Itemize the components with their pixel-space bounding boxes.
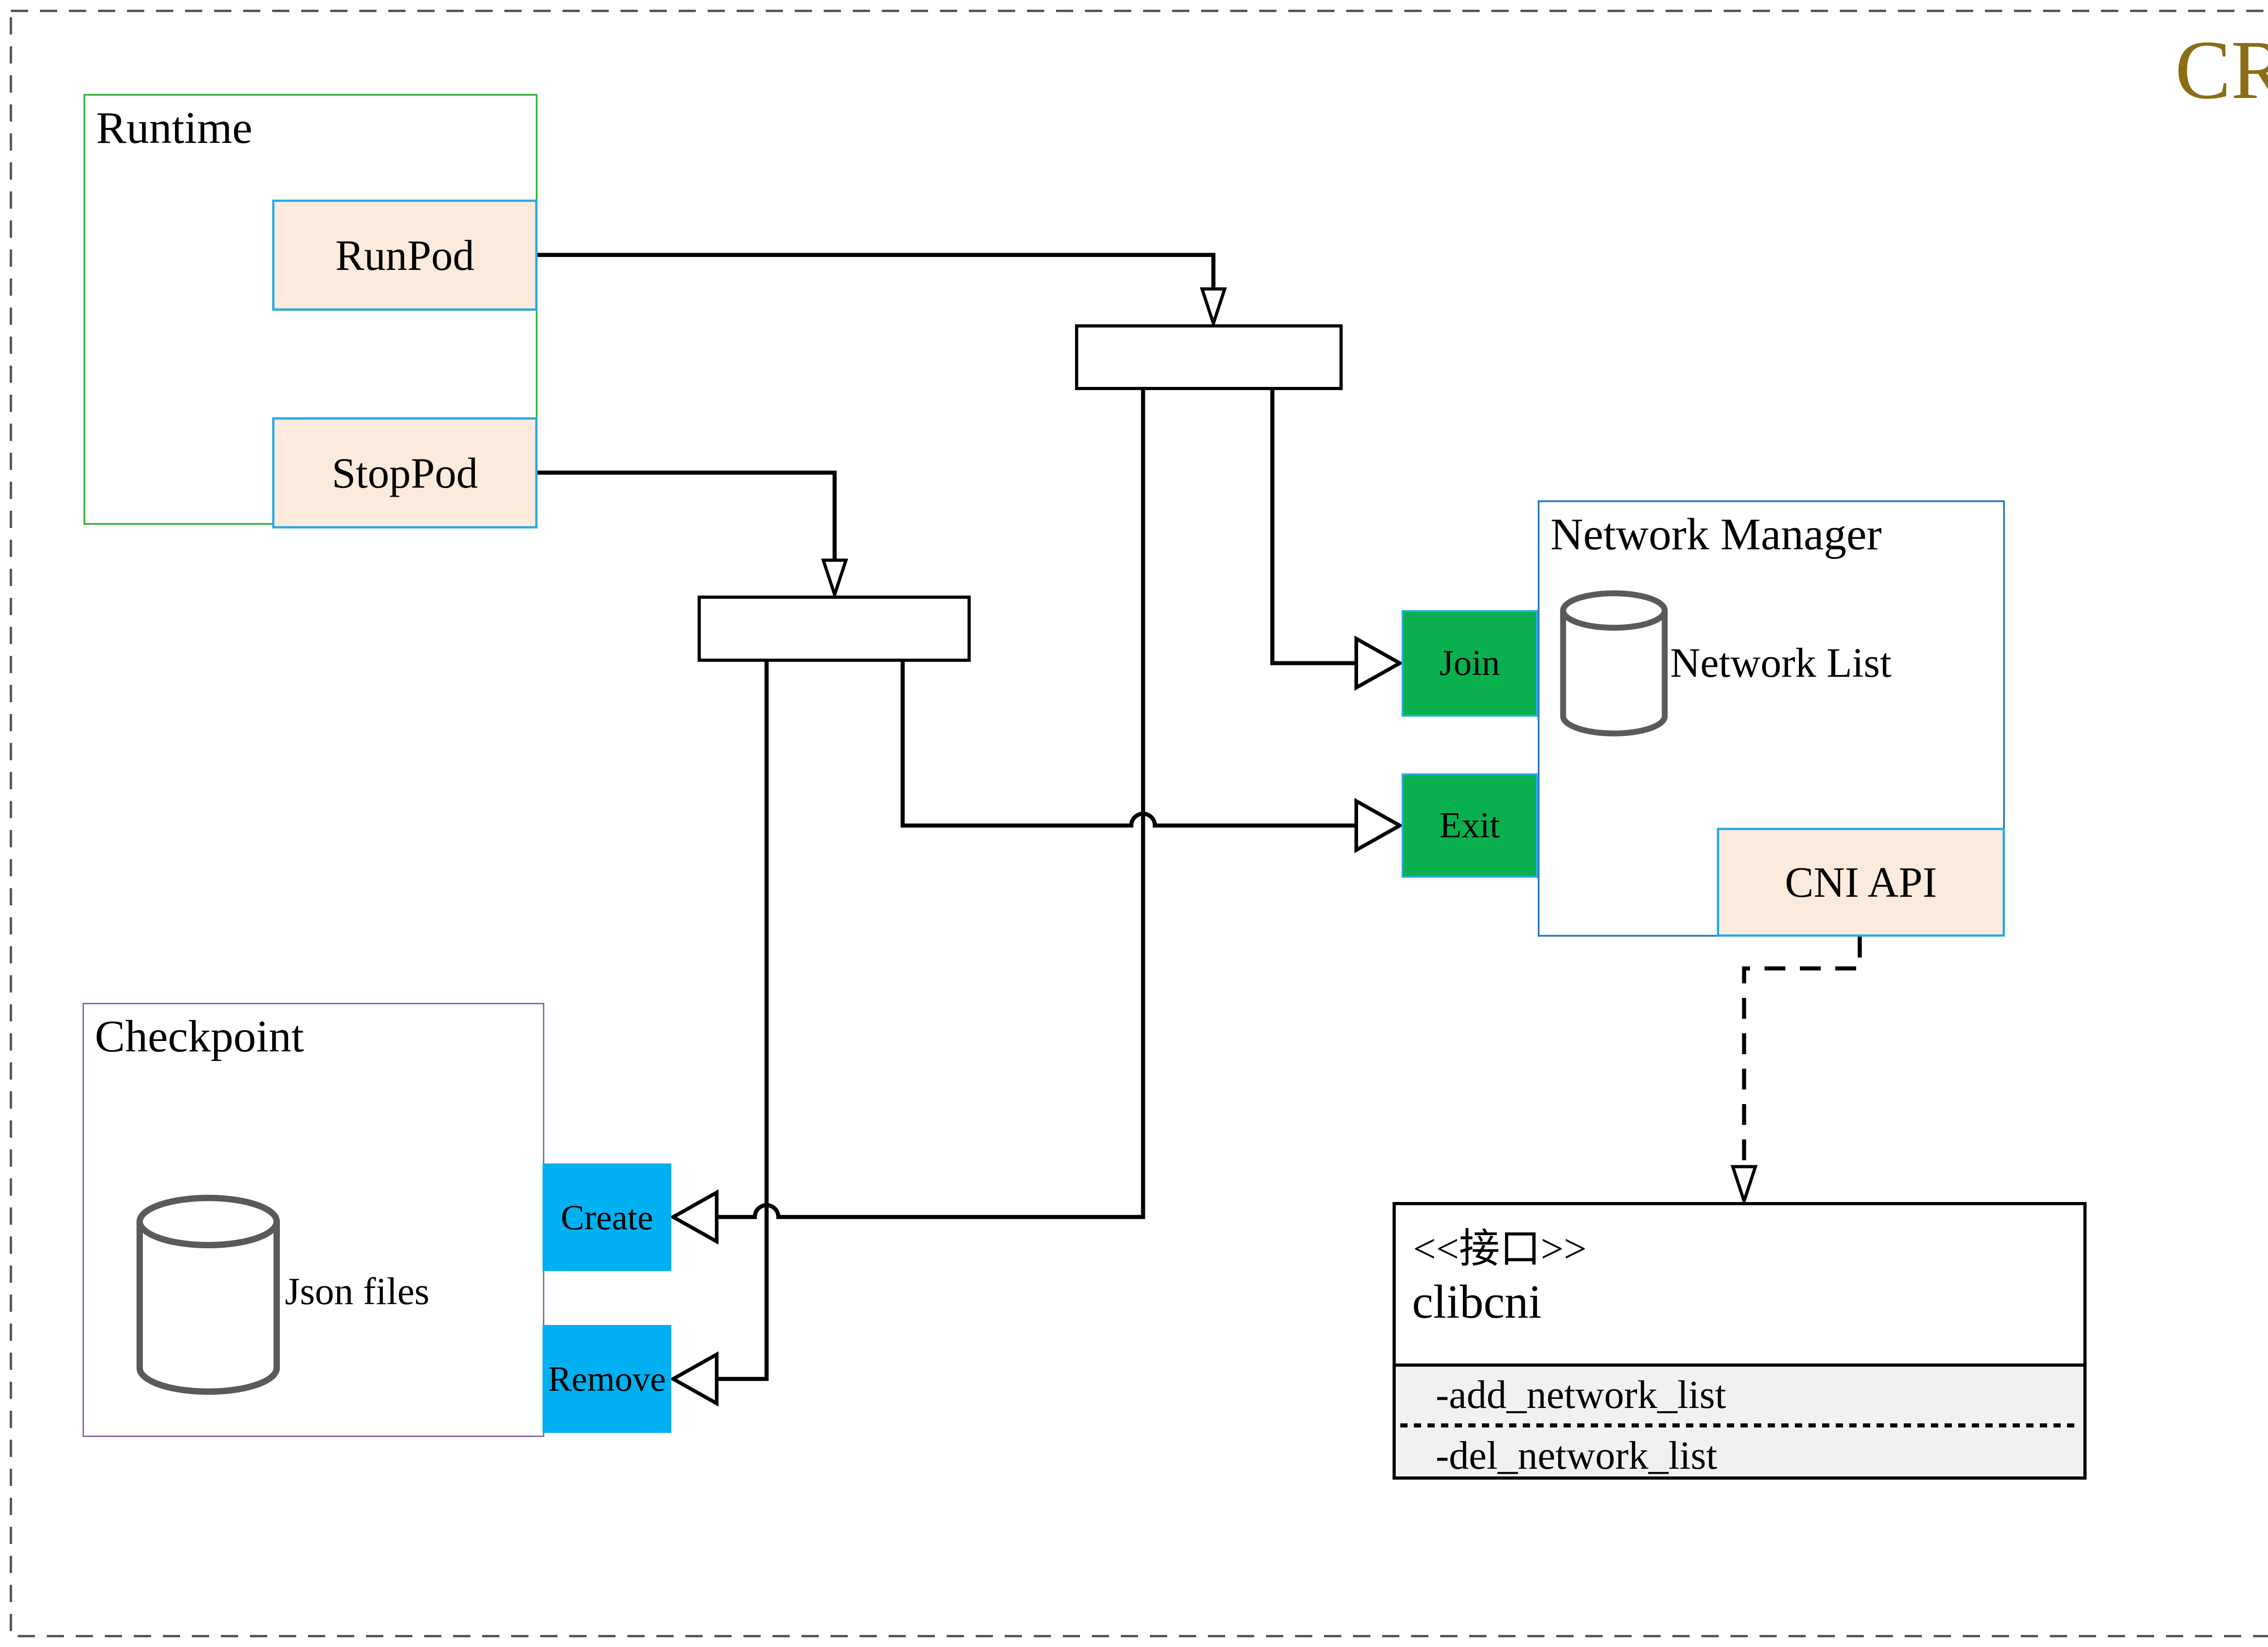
arrow-right-open-icon <box>1354 635 1404 691</box>
runpod-label: RunPod <box>335 231 474 279</box>
interface-box: <<接口>> clibcni -add_network_list -del_ne… <box>1393 1202 2087 1480</box>
interface-method-separator <box>1400 1423 2079 1427</box>
arrow-left-open-icon <box>669 1351 719 1407</box>
connector-process2-to-exit <box>900 662 1355 828</box>
arrow-down-open-icon <box>1200 287 1227 329</box>
database-icon <box>137 1195 280 1395</box>
create-label: Create <box>561 1197 653 1237</box>
connector-process2-to-remove <box>718 662 769 1381</box>
interface-header: <<接口>> clibcni <box>1396 1205 2083 1364</box>
join-label: Join <box>1439 643 1500 683</box>
arrow-right-open-icon <box>1354 798 1404 853</box>
arrow-down-open-icon <box>1730 1165 1758 1207</box>
exit-box: Exit <box>1402 773 1538 878</box>
runpod-box: RunPod <box>272 200 538 311</box>
remove-label: Remove <box>548 1359 666 1398</box>
interface-method-add: -add_network_list <box>1436 1373 1726 1417</box>
cni-api-label: CNI API <box>1784 858 1937 906</box>
checkpoint-label: Checkpoint <box>95 1011 304 1061</box>
json-files-label: Json files <box>285 1270 430 1313</box>
stoppod-label: StopPod <box>332 449 478 497</box>
join-box: Join <box>1402 610 1538 717</box>
arrow-down-open-icon <box>821 558 848 600</box>
remove-box: Remove <box>543 1325 671 1433</box>
database-icon <box>1560 590 1668 737</box>
connector-process1-to-join <box>1270 390 1355 665</box>
network-manager-label: Network Manager <box>1550 509 1882 559</box>
arrow-left-open-icon <box>669 1189 719 1245</box>
interface-stereotype: <<接口>> <box>1413 1227 1587 1271</box>
interface-methods-section: -add_network_list -del_network_list <box>1396 1367 2083 1478</box>
process-box-2 <box>698 596 971 662</box>
connector-cniapi-to-clibcni-dashed <box>1742 937 1862 1167</box>
create-box: Create <box>543 1163 671 1271</box>
runtime-label: Runtime <box>96 103 253 153</box>
interface-method-del: -del_network_list <box>1436 1434 1717 1478</box>
cni-api-box: CNI API <box>1717 828 2005 937</box>
connector-process1-to-create <box>718 390 1145 1219</box>
connector-runpod-to-process1 <box>538 253 1216 291</box>
page-title: CRI <box>2175 24 2268 117</box>
process-box-1 <box>1075 324 1343 390</box>
network-list-label: Network List <box>1670 640 1892 686</box>
exit-label: Exit <box>1439 805 1500 845</box>
stoppod-box: StopPod <box>272 417 538 528</box>
checkpoint-box: Checkpoint <box>83 1003 544 1437</box>
interface-name: clibcni <box>1412 1275 1542 1328</box>
interface-divider <box>1396 1364 2083 1367</box>
connector-stoppod-to-process2 <box>538 470 837 562</box>
